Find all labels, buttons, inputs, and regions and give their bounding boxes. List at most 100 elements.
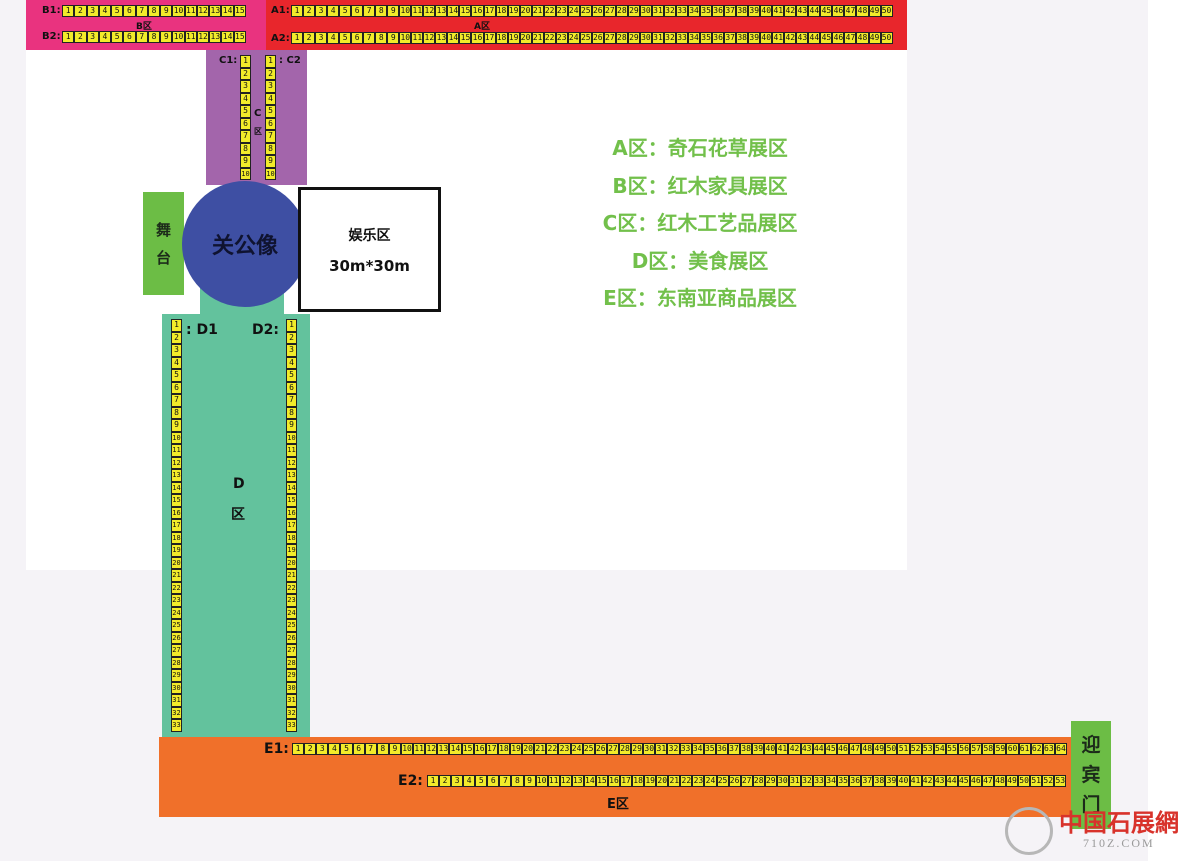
- gate-char-1: 迎: [1081, 734, 1101, 756]
- e1-booth-48: 48: [861, 743, 874, 755]
- d2-booth-9: 9: [286, 419, 297, 432]
- b2-booth-2: 2: [74, 31, 87, 43]
- d2-booth-5: 5: [286, 369, 297, 382]
- c2-booth-8: 8: [265, 142, 276, 155]
- e2-booth-37: 37: [861, 775, 874, 787]
- b1-booth-13: 13: [209, 5, 222, 17]
- b2-label: B2:: [42, 31, 61, 42]
- a2-booth-14: 14: [447, 32, 460, 44]
- e2-booth-34: 34: [825, 775, 838, 787]
- d1-booth-18: 18: [171, 531, 182, 544]
- d1-booth-17: 17: [171, 519, 182, 532]
- a2-booth-6: 6: [351, 32, 364, 44]
- a1-booth-47: 47: [844, 5, 857, 17]
- b2-booth-4: 4: [98, 31, 112, 43]
- a2-booth-42: 42: [784, 32, 797, 44]
- a2-booth-46: 46: [832, 32, 845, 44]
- a1-booth-29: 29: [627, 5, 640, 17]
- b1-booth-15: 15: [233, 5, 246, 17]
- d1-booth-28: 28: [171, 656, 182, 669]
- b2-booth-15: 15: [233, 31, 246, 43]
- e2-booth-48: 48: [993, 775, 1006, 787]
- e2-booth-24: 24: [704, 775, 717, 787]
- e2-booth-50: 50: [1018, 775, 1031, 787]
- stage-char-1: 舞: [155, 220, 171, 239]
- e1-booth-29: 29: [631, 743, 644, 755]
- e1-booth-6: 6: [352, 743, 365, 755]
- e2-booth-27: 27: [740, 775, 753, 787]
- stage-char-2: 台: [155, 248, 171, 267]
- b2-booth-3: 3: [86, 31, 99, 43]
- a2-booth-20: 20: [519, 32, 532, 44]
- e2-booth-52: 52: [1042, 775, 1055, 787]
- d2-booth-3: 3: [286, 344, 297, 357]
- entertainment-label: 娱乐区: [348, 227, 391, 244]
- e1-label: E1:: [264, 741, 289, 757]
- e1-booth-49: 49: [873, 743, 886, 755]
- e2-booth-25: 25: [716, 775, 729, 787]
- b1-booth-11: 11: [184, 5, 197, 17]
- e1-booth-63: 63: [1042, 743, 1055, 755]
- e1-booth-19: 19: [509, 743, 523, 755]
- a2-booth-18: 18: [495, 32, 508, 44]
- e1-booth-27: 27: [606, 743, 619, 755]
- a2-booth-11: 11: [411, 32, 424, 44]
- a2-booth-1: 1: [291, 32, 304, 44]
- entertainment-area: 娱乐区 30m*30m: [298, 187, 441, 312]
- c1-booth-8: 8: [240, 142, 251, 155]
- e1-booth-8: 8: [376, 743, 389, 755]
- e2-booth-39: 39: [885, 775, 898, 787]
- zone-a-label: A区: [474, 22, 490, 32]
- e2-booth-4: 4: [463, 775, 476, 787]
- c1-booth-9: 9: [240, 155, 251, 168]
- d2-booth-24: 24: [286, 606, 297, 619]
- d1-booth-8: 8: [171, 406, 182, 419]
- b1-booth-14: 14: [221, 5, 234, 17]
- e1-booth-2: 2: [304, 743, 317, 755]
- d2-booth-23: 23: [286, 594, 297, 607]
- c1-booth-1: 1: [240, 55, 251, 68]
- right-margin: [1148, 0, 1200, 861]
- d2-booth-6: 6: [286, 381, 297, 394]
- gate-char-2: 宾: [1081, 764, 1101, 786]
- e1-booth-12: 12: [425, 743, 438, 755]
- a2-booth-47: 47: [844, 32, 857, 44]
- a2-booth-34: 34: [688, 32, 701, 44]
- d1-booth-10: 10: [171, 431, 182, 444]
- a1-booth-12: 12: [423, 5, 436, 17]
- a1-booth-23: 23: [555, 5, 568, 17]
- d1-booth-33: 33: [171, 719, 182, 732]
- a1-label: A1:: [271, 5, 290, 16]
- e2-booth-46: 46: [969, 775, 982, 787]
- c2-booth-6: 6: [265, 117, 276, 130]
- d1-booth-6: 6: [171, 381, 182, 394]
- d1-booth-3: 3: [171, 344, 182, 357]
- e1-booth-21: 21: [534, 743, 547, 755]
- zone-d-letter: D: [233, 476, 245, 492]
- d1-booth-7: 7: [171, 394, 182, 407]
- a2-booth-21: 21: [531, 32, 544, 44]
- e2-booth-5: 5: [475, 775, 488, 787]
- a1-booth-14: 14: [447, 5, 460, 17]
- a1-booth-31: 31: [651, 5, 664, 17]
- legend-item-c: C区：红木工艺品展区: [602, 211, 798, 235]
- watermark-name: 中国石展網: [1059, 808, 1179, 837]
- e1-booth-51: 51: [897, 743, 910, 755]
- a2-booth-3: 3: [315, 32, 328, 44]
- b1-booth-3: 3: [86, 5, 99, 17]
- e1-booth-30: 30: [643, 743, 656, 755]
- b2-booth-9: 9: [160, 31, 173, 43]
- a2-booth-27: 27: [603, 32, 616, 44]
- a1-booth-16: 16: [471, 5, 484, 17]
- e1-booth-13: 13: [437, 743, 450, 755]
- a1-booth-18: 18: [495, 5, 508, 17]
- a1-booth-36: 36: [712, 5, 725, 17]
- b2-booth-6: 6: [123, 31, 136, 43]
- e2-label: E2:: [398, 773, 423, 789]
- e1-booth-46: 46: [836, 743, 850, 755]
- d1-booth-1: 1: [171, 319, 182, 332]
